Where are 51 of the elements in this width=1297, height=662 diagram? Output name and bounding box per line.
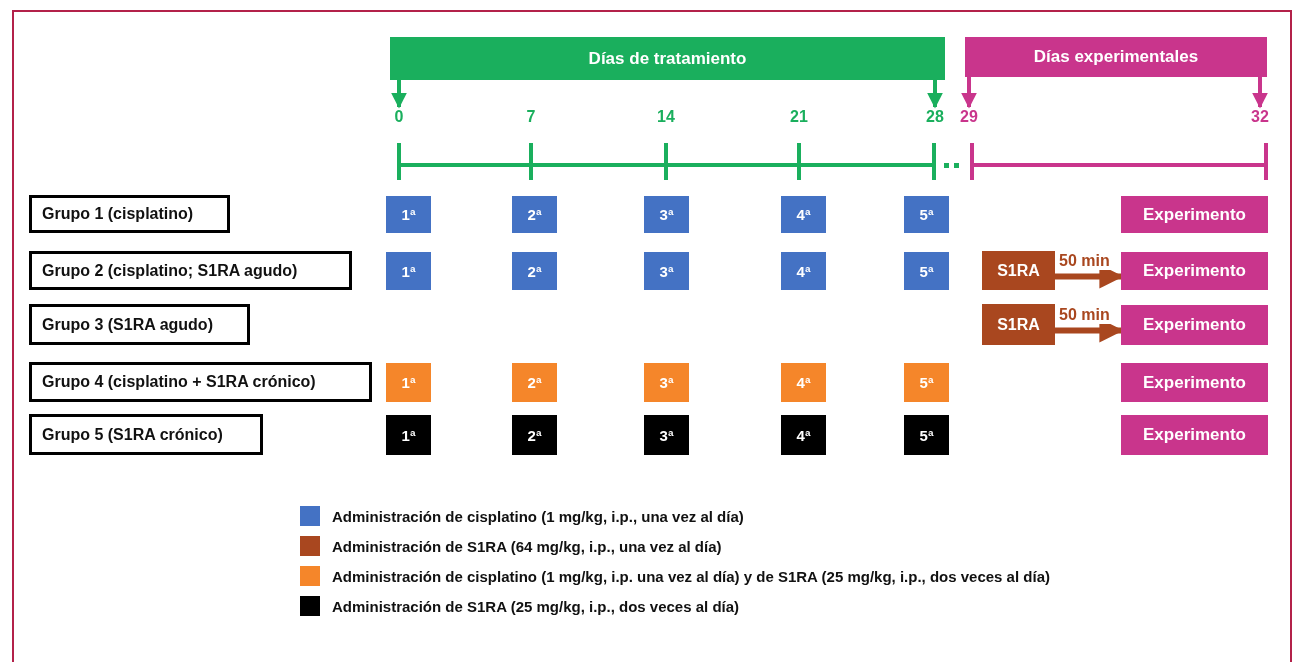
dose-square: 4ª xyxy=(781,196,826,233)
arrow xyxy=(961,77,977,109)
dose-square: 1ª xyxy=(386,196,431,233)
legend-text: Administración de S1RA (64 mg/kg, i.p., una vez al día) xyxy=(332,537,722,555)
header-banner: Días experimentales xyxy=(965,37,1267,77)
dose-square: 3ª xyxy=(644,363,689,402)
legend-text: Administración de cisplatino (1 mg/kg, i.p. una vez al día) y de S1RA (25 mg/kg, i.p., dos veces al día) xyxy=(332,567,1050,585)
header-banner: Días de tratamiento xyxy=(390,37,945,80)
day-number: 0 xyxy=(387,107,411,127)
group-box: Grupo 1 (cisplatino) xyxy=(29,195,230,233)
arrow xyxy=(1252,77,1268,109)
dose-square: 2ª xyxy=(512,363,557,402)
legend-text: Administración de S1RA (25 mg/kg, i.p., dos veces al día) xyxy=(332,597,740,615)
edge-label: 50 min xyxy=(1058,305,1111,324)
experiment-box: Experimento xyxy=(1121,363,1268,402)
dose-square: 4ª xyxy=(781,363,826,402)
experiment-box: Experimento xyxy=(1121,305,1268,345)
treatment-box: S1RA xyxy=(982,304,1055,345)
day-number: 7 xyxy=(526,108,536,126)
edge-label: 50 min xyxy=(1058,251,1111,270)
dose-square: 1ª xyxy=(386,252,431,290)
dose-square: 4ª xyxy=(781,415,826,455)
group-box: Grupo 5 (S1RA crónico) xyxy=(29,414,263,455)
dose-square: 2ª xyxy=(512,415,557,455)
dose-square: 2ª xyxy=(512,196,557,233)
dose-square: 5ª xyxy=(904,196,949,233)
dose-square: 3ª xyxy=(644,252,689,290)
experiment-box: Experimento xyxy=(1121,415,1268,455)
experiment-box: Experimento xyxy=(1121,252,1268,290)
dose-square: 1ª xyxy=(386,363,431,402)
group-box: Grupo 2 (cisplatino; S1RA agudo) xyxy=(29,251,352,290)
day-number: 28 xyxy=(922,107,948,127)
arrow xyxy=(927,80,943,109)
dose-square: 5ª xyxy=(904,363,949,402)
dose-square: 1ª xyxy=(386,415,431,455)
legend-text: Administración de cisplatino (1 mg/kg, i.p., una vez al día) xyxy=(332,507,744,525)
dose-square: 3ª xyxy=(644,415,689,455)
dose-square: 4ª xyxy=(781,252,826,290)
group-box: Grupo 4 (cisplatino + S1RA crónico) xyxy=(29,362,372,402)
day-number: 29 xyxy=(956,107,982,127)
arrow xyxy=(391,80,407,109)
treatment-box: S1RA xyxy=(982,251,1055,290)
day-number: 14 xyxy=(657,108,675,126)
day-number: 32 xyxy=(1247,107,1273,127)
dose-square: 5ª xyxy=(904,252,949,290)
group-box: Grupo 3 (S1RA agudo) xyxy=(29,304,250,345)
day-number: 21 xyxy=(790,108,808,126)
dose-square: 3ª xyxy=(644,196,689,233)
dose-square: 5ª xyxy=(904,415,949,455)
experiment-box: Experimento xyxy=(1121,196,1268,233)
dose-square: 2ª xyxy=(512,252,557,290)
